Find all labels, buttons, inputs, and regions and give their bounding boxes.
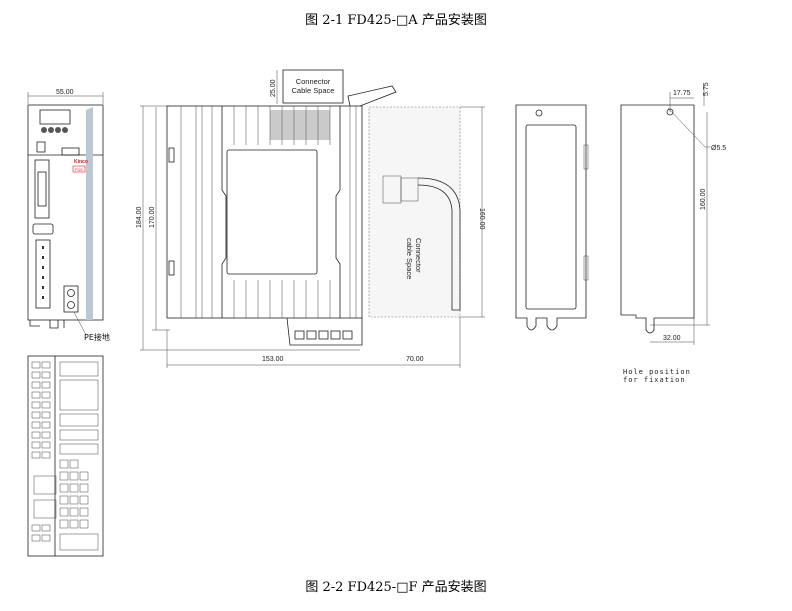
model-badge: FD5 <box>75 167 83 172</box>
hole-offset-x-dim: 17.75 <box>673 90 691 97</box>
bottom-view <box>27 355 104 557</box>
figure-caption-1: 图 2-1 FD425-□A 产品安装图 <box>305 13 487 28</box>
hole-position-view: 17.75 5.75 Ø5.5 160.00 32.00 Hole positi… <box>620 82 726 384</box>
top-cable-space-label-2: Cable Space <box>292 86 335 95</box>
side-cable-space-label-1: Connector <box>414 238 423 273</box>
cable-space-height-dim: 160.00 <box>478 208 485 230</box>
hole-note-line-1: Hole position <box>623 368 691 376</box>
pe-ground-label: PE接地 <box>84 332 110 342</box>
hole-spacing-dim: 160.00 <box>700 188 707 210</box>
side-cable-space-label-2: cable Space <box>405 238 414 279</box>
height-body-dim: 170.00 <box>149 206 156 228</box>
figure-caption-2: 图 2-2 FD425-□F 产品安装图 <box>305 580 487 595</box>
cable-space-depth-dim: 70.00 <box>406 356 424 363</box>
side-view: 184.00 170.00 153.00 25.00 Connector Cab… <box>136 69 485 368</box>
front-view: 55.00 Kinco FD5 PE接地 <box>27 89 110 342</box>
height-overall-dim: 184.00 <box>136 206 143 228</box>
hole-note-line-2: for fixation <box>623 376 686 384</box>
hole-offset-y-dim: 5.75 <box>703 82 710 96</box>
rear-view <box>515 104 589 331</box>
depth-dim: 153.00 <box>262 356 284 363</box>
top-cable-space-label-1: Connector <box>296 77 331 86</box>
hole-diameter-label: Ø5.5 <box>711 145 726 152</box>
brand-logo: Kinco <box>74 159 88 165</box>
front-width-dim: 55.00 <box>56 89 74 96</box>
bottom-offset-dim: 32.00 <box>663 335 681 342</box>
top-cable-space-dim: 25.00 <box>270 79 277 97</box>
